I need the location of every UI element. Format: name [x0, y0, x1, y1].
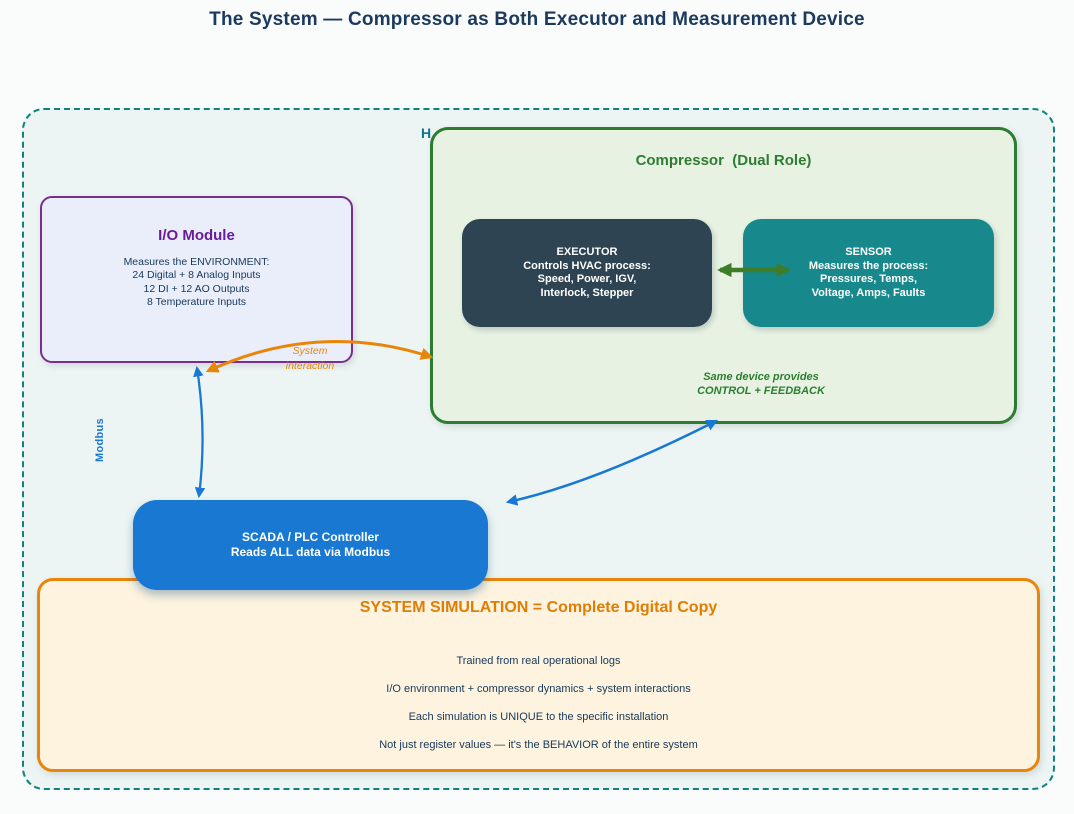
system-interaction-line1: System [292, 345, 328, 357]
sensor-line: Pressures, Temps, [819, 273, 917, 285]
simulation-line: Each simulation is UNIQUE to the specifi… [408, 711, 669, 723]
scada-line1: SCADA / PLC Controller [242, 530, 379, 544]
io-module-box: I/O Module Measures the ENVIRONMENT: 24 … [40, 196, 353, 363]
modbus-label: Modbus [94, 418, 106, 462]
io-module-title: I/O Module [158, 227, 235, 244]
scada-plc-box: SCADA / PLC Controller Reads ALL data vi… [133, 500, 488, 590]
sensor-line: Voltage, Amps, Faults [811, 286, 926, 299]
page-title: The System — Compressor as Both Executor… [209, 9, 865, 30]
io-module-line: 8 Temperature Inputs [146, 295, 247, 308]
system-simulation-body: Trained from real operational logs I/O e… [40, 647, 1037, 759]
executor-line: Controls HVAC process: [523, 259, 651, 272]
system-interaction-line2: interaction [285, 359, 335, 372]
sensor-box: SENSOR Measures the process: Pressures, … [743, 219, 994, 327]
io-module-body: Measures the ENVIRONMENT: 24 Digital + 8… [42, 256, 351, 309]
system-simulation-box: SYSTEM SIMULATION = Complete Digital Cop… [37, 578, 1040, 772]
simulation-line: I/O environment + compressor dynamics + … [386, 683, 691, 695]
dual-role-note-line2: CONTROL + FEEDBACK [697, 385, 825, 397]
simulation-line: Trained from real operational logs [456, 655, 621, 667]
io-module-line: 12 DI + 12 AO Outputs [143, 282, 250, 295]
executor-title: EXECUTOR [556, 246, 618, 258]
system-boundary-label: H [421, 125, 432, 141]
executor-line: Interlock, Stepper [540, 286, 634, 299]
executor-box: EXECUTOR Controls HVAC process: Speed, P… [462, 219, 712, 327]
executor-line: Speed, Power, IGV, [537, 273, 637, 285]
sensor-line: Measures the process: [808, 259, 929, 272]
sensor-title: SENSOR [845, 246, 892, 258]
io-module-line: Measures the ENVIRONMENT: [123, 256, 270, 268]
scada-line2: Reads ALL data via Modbus [230, 545, 391, 559]
dual-role-note: Same device provides CONTROL + FEEDBACK [621, 370, 901, 398]
system-simulation-title: SYSTEM SIMULATION = Complete Digital Cop… [359, 599, 718, 616]
compressor-dual-role-box: Compressor (Dual Role) EXECUTOR Controls… [430, 127, 1017, 424]
compressor-title: Compressor (Dual Role) [635, 152, 812, 169]
dual-role-note-line1: Same device provides [703, 371, 819, 383]
io-module-line: 24 Digital + 8 Analog Inputs [132, 269, 261, 282]
system-interaction-label: System interaction [250, 344, 370, 373]
simulation-line: Not just register values — it's the BEHA… [379, 739, 698, 751]
